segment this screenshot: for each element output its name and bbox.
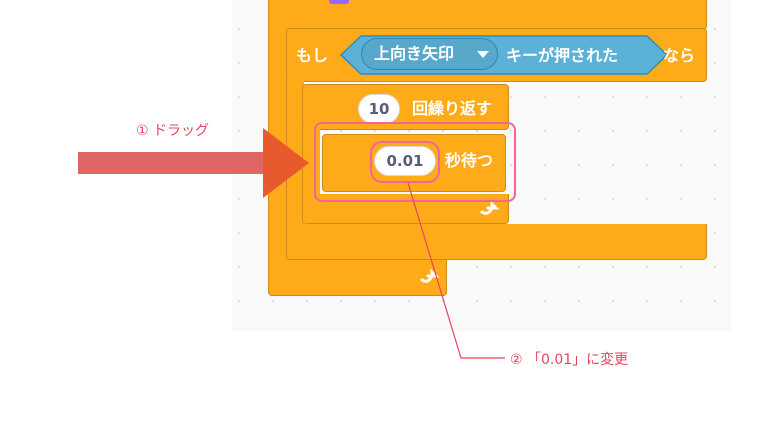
forever-block-top-arm[interactable] (286, 0, 707, 30)
if-label: もし (296, 46, 329, 65)
repeat-arrow-icon (420, 268, 440, 283)
drag-arrow-shaft (78, 152, 266, 174)
key-pressed-label: キーが押された (506, 46, 619, 65)
key-dropdown[interactable] (361, 38, 498, 70)
wait-seconds-input[interactable]: 0.01 (374, 146, 436, 176)
key-dropdown-value: 上向き矢印 (374, 44, 455, 63)
variable-block-peek (329, 0, 349, 4)
drag-annotation: ① ドラッグ (136, 123, 210, 139)
repeat-label: 回繰り返す (412, 99, 493, 118)
seconds-input-highlight (370, 141, 440, 183)
caret-down-icon (477, 51, 489, 58)
if-then-label: なら (663, 46, 696, 65)
drag-arrow-icon (263, 128, 309, 198)
repeat-count-input[interactable]: 10 (358, 94, 400, 124)
change-annotation: ② 「0.01」に変更 (510, 352, 629, 368)
if-block-bottom[interactable] (286, 224, 707, 260)
wait-label: 秒待つ (445, 151, 494, 170)
